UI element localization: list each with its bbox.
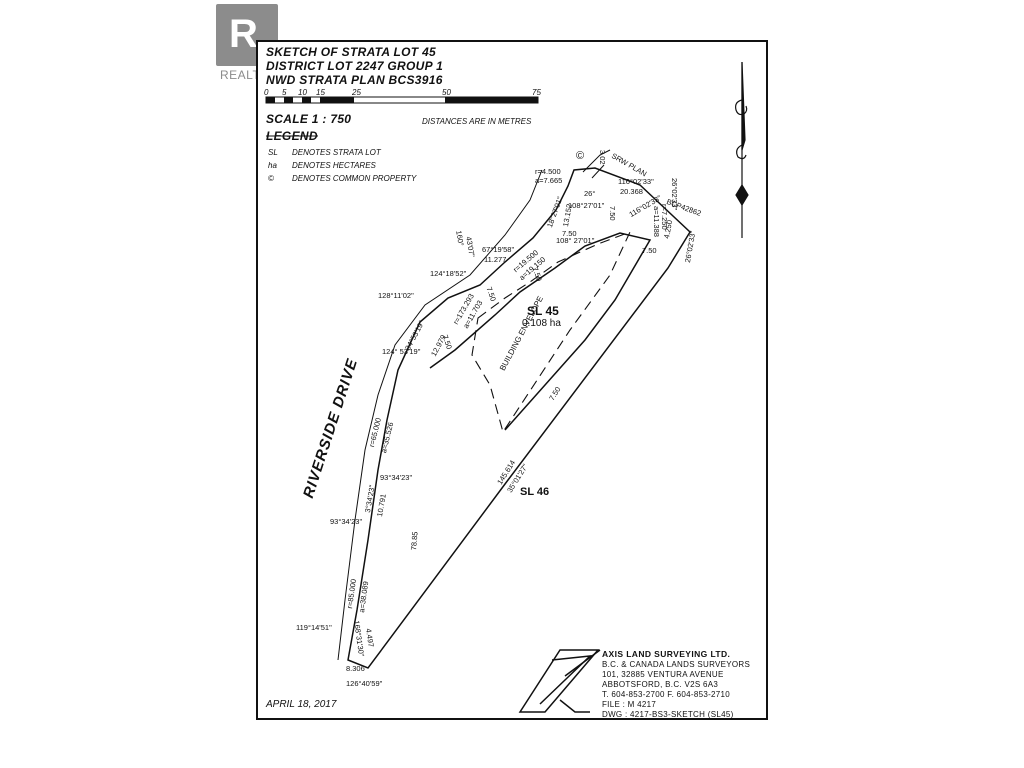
dim-label: 160°	[454, 229, 466, 247]
building-envelope	[471, 231, 632, 434]
dim-label: 8.306	[346, 664, 365, 673]
plan-frame	[256, 40, 768, 720]
scale-tick: 10	[298, 88, 307, 97]
dim-label: 26°02'33"	[670, 178, 679, 211]
title-line-1: SKETCH OF STRATA LOT 45	[266, 45, 437, 59]
legend-text-ha: DENOTES HECTARES	[292, 161, 376, 170]
surveyor-name: AXIS LAND SURVEYING LTD.	[602, 649, 731, 659]
common-property-symbol: ©	[576, 150, 585, 162]
dim-label: 93°34'23"	[330, 517, 363, 526]
surveyor-file: FILE : M 4217	[602, 700, 657, 709]
dim-label: 4.497	[364, 627, 376, 648]
distances-note: DISTANCES ARE IN METRES	[422, 117, 532, 126]
dim-label: 93°34'23"	[380, 473, 413, 482]
dim-label: 124°18'52"	[430, 269, 467, 278]
dim-label: 67°19'58"	[482, 245, 515, 254]
dim-label: 119°14'51"	[296, 623, 332, 632]
lot-boundary	[347, 167, 691, 669]
surveyor-line-3: 101, 32885 VENTURA AVENUE	[602, 670, 724, 679]
scale-tick: 75	[532, 88, 541, 97]
legend-heading: LEGEND	[266, 129, 318, 143]
scale-tick: 0	[264, 88, 269, 97]
dim-label: a=11.388	[652, 206, 661, 237]
srw-corridor	[582, 149, 611, 179]
surveyor-line-5: T. 604-853-2700 F. 604-853-2710	[602, 690, 731, 699]
dim-label: 108° 27'01"	[556, 236, 595, 245]
dim-label: a=7.665	[535, 176, 563, 185]
dim-label: 3.02	[598, 150, 607, 165]
north-arrow	[735, 61, 749, 238]
lot-label-sl45: SL 45	[527, 304, 559, 318]
dim-label: 108°27'01"	[568, 201, 605, 210]
dim-label: 124° 53'19"	[382, 347, 421, 356]
dim-label: 126°40'59"	[346, 679, 383, 688]
lot-area: 0.108 ha	[522, 318, 561, 329]
legend-code-cp: ©	[268, 174, 274, 183]
legend-text-sl: DENOTES STRATA LOT	[292, 148, 381, 157]
surveyor-dwg: DWG : 4217-BS3-SKETCH (SL45)	[602, 710, 734, 719]
dim-label: 11.277	[484, 255, 507, 264]
title-line-3: NWD STRATA PLAN BCS3916	[266, 73, 443, 87]
dim-label: 78.85	[409, 531, 420, 551]
realtor-logo: R	[216, 4, 278, 66]
dim-label: r=4.500	[535, 167, 561, 176]
dim-label: 20.368	[620, 187, 643, 196]
legend-code-ha: ha	[268, 161, 277, 170]
realtor-logo-letter: R	[229, 12, 258, 56]
dim-label: 116°02'33"	[618, 177, 654, 186]
surveyor-line-2: B.C. & CANADA LANDS SURVEYORS	[602, 660, 751, 669]
title-line-2: DISTRICT LOT 2247 GROUP 1	[266, 59, 444, 73]
scale-label: SCALE 1 : 750	[266, 112, 352, 126]
dim-label: 7.50	[562, 229, 577, 238]
surveyor-line-4: ABBOTSFORD, B.C. V2S 6A3	[602, 680, 719, 689]
dim-label: 26°	[584, 189, 596, 198]
dim-label: 7.50	[642, 246, 657, 255]
scale-bar	[265, 96, 539, 104]
scale-tick: 5	[282, 88, 287, 97]
scale-tick: 50	[442, 88, 451, 97]
road-edge	[337, 169, 543, 661]
surveyor-logo	[518, 649, 601, 713]
dim-label: 7.50	[608, 206, 617, 221]
legend-code-sl: SL	[268, 148, 278, 157]
lot-label-sl46: SL 46	[520, 486, 550, 498]
plan-date: APRIL 18, 2017	[266, 699, 337, 710]
dim-label: 128°11'02"	[378, 291, 414, 300]
legend-text-cp: DENOTES COMMON PROPERTY	[292, 174, 417, 183]
scale-tick: 15	[316, 88, 325, 97]
scale-tick: 25	[352, 88, 361, 97]
